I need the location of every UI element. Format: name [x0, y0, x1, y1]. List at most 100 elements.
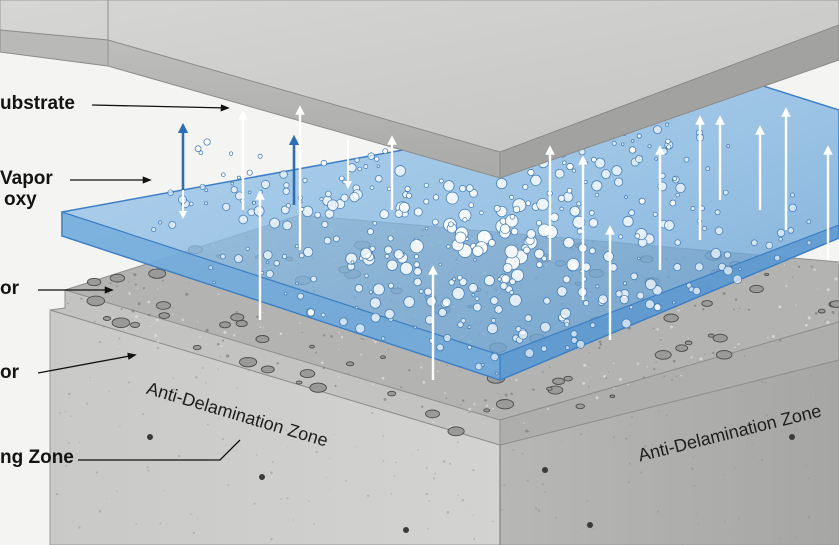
floating-bubble	[672, 176, 678, 182]
concrete-pore	[387, 390, 397, 397]
face-speckle	[724, 520, 726, 523]
vapor-bubble	[438, 308, 447, 317]
aggregate-speckle	[438, 361, 440, 363]
face-speckle	[526, 479, 529, 482]
aggregate-speckle	[460, 404, 462, 406]
leader-substrate	[91, 104, 230, 112]
vapor-bubble	[675, 192, 680, 198]
face-hole	[542, 467, 548, 473]
label-vapor-line2: oxy	[4, 189, 37, 210]
vapor-bubble	[549, 212, 560, 222]
aggregate-speckle	[135, 315, 139, 319]
face-speckle	[315, 450, 318, 454]
face-speckle	[64, 411, 66, 413]
aggregate-speckle	[652, 327, 655, 330]
aggregate-speckle	[110, 294, 113, 296]
vapor-bubble	[614, 177, 624, 187]
aggregate-speckle	[733, 308, 735, 311]
aggregate-speckle	[263, 326, 265, 328]
face-speckle	[472, 468, 475, 472]
vapor-bubble	[773, 254, 781, 262]
floating-bubble	[509, 194, 515, 200]
face-speckle	[724, 473, 726, 476]
face-speckle	[499, 498, 502, 500]
aggregate-speckle	[660, 337, 662, 339]
vapor-bubble	[230, 181, 235, 186]
vapor-bubble	[357, 166, 362, 172]
vapor-bubble	[726, 144, 731, 149]
face-speckle	[521, 452, 524, 455]
aggregate-speckle	[256, 315, 259, 319]
face-speckle	[734, 467, 736, 470]
aggregate-speckle	[149, 325, 152, 328]
vapor-bubble	[499, 223, 511, 235]
face-speckle	[286, 430, 288, 432]
label-bonding-zone: ng Zone	[0, 447, 74, 468]
face-speckle	[810, 374, 812, 377]
concrete-pore	[663, 313, 679, 323]
face-speckle	[70, 415, 72, 417]
vapor-arrows	[177, 105, 833, 380]
aggregate-speckle	[112, 316, 115, 319]
vapor-bubble	[413, 325, 417, 330]
vapor-bubble	[399, 261, 413, 275]
vapor-bubble	[557, 194, 566, 203]
aggregate-speckle	[360, 337, 362, 340]
face-speckle	[266, 474, 268, 476]
aggregate-speckle	[598, 340, 602, 344]
vapor-bubble	[490, 352, 499, 362]
vapor-bubble	[499, 282, 508, 290]
face-speckle	[615, 539, 617, 541]
vapor-bubble	[398, 201, 410, 213]
face-speckle	[129, 390, 131, 392]
face-speckle	[629, 434, 631, 437]
aggregate-speckle	[235, 310, 238, 314]
concrete-pore	[764, 272, 770, 277]
vapor-bubble	[339, 317, 348, 326]
aggregate-speckle	[279, 332, 283, 335]
aggregate-speckle	[400, 386, 402, 389]
vapor-bubble	[372, 283, 385, 296]
face-speckle	[98, 340, 102, 344]
face-speckle	[760, 458, 764, 462]
floating-bubble	[566, 187, 573, 194]
vapor-bubble	[628, 209, 635, 216]
vapor-bubble	[367, 152, 375, 160]
vapor-bubble	[282, 187, 290, 195]
aggregate-speckle	[128, 292, 131, 295]
vapor-bubble	[320, 312, 326, 318]
aggregate-speckle	[676, 375, 678, 377]
aggregate-speckle	[663, 375, 665, 378]
vapor-bubble	[294, 244, 299, 249]
aggregate-speckle	[737, 342, 740, 346]
face-speckle	[308, 500, 310, 502]
vapor-bubble	[563, 237, 575, 249]
aggregate-speckle	[824, 320, 826, 322]
face-speckle	[693, 484, 696, 488]
vapor-bubble	[208, 265, 214, 271]
floating-bubble	[221, 172, 226, 177]
face-speckle	[390, 493, 393, 495]
face-speckle	[794, 535, 796, 538]
face-speckle	[425, 492, 429, 496]
concrete-pore	[654, 350, 672, 360]
concrete-pore	[111, 317, 131, 328]
vapor-bubble	[369, 297, 381, 309]
face-speckle	[156, 346, 160, 350]
aggregate-speckle	[107, 292, 110, 294]
aggregate-speckle	[814, 311, 818, 315]
vapor-bubble	[595, 284, 600, 289]
face-speckle	[637, 482, 639, 484]
vapor-bubble	[394, 165, 406, 177]
aggregate-speckle	[334, 384, 337, 387]
vapor-bubble	[413, 277, 422, 287]
vapor-bubble	[629, 305, 634, 310]
vapor-bubble	[583, 300, 590, 307]
aggregate-speckle	[199, 335, 201, 338]
vapor-bubble	[368, 290, 373, 295]
vapor-bubble	[245, 246, 250, 251]
aggregate-speckle	[582, 381, 586, 385]
vapor-bubble	[388, 282, 394, 289]
floating-bubble	[665, 138, 671, 144]
vapor-bubble	[710, 248, 722, 259]
